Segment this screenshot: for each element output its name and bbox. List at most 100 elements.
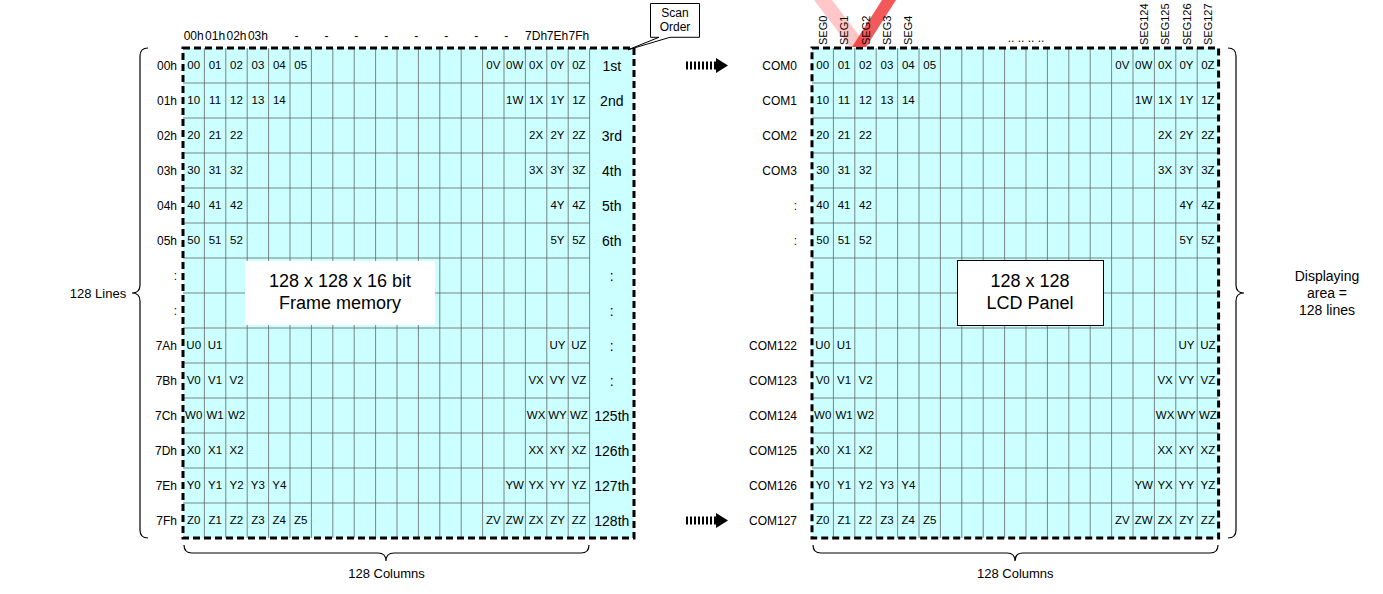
pixel-cell: 11 bbox=[838, 95, 850, 107]
pixel-cell: 10 bbox=[816, 95, 829, 107]
ellipsis: .. .. .. .. bbox=[1008, 32, 1045, 44]
pixel-cell: 0W bbox=[1135, 60, 1152, 72]
pixel-cell: ZW bbox=[506, 515, 524, 527]
pixel-cell: V0 bbox=[187, 375, 201, 387]
row-address: 7Eh bbox=[156, 480, 177, 492]
grid-line bbox=[183, 398, 590, 399]
pixel-cell: Z1 bbox=[208, 515, 221, 527]
pixel-cell: 2Y bbox=[1179, 130, 1193, 142]
grid-line bbox=[812, 153, 1219, 154]
grid-line bbox=[812, 398, 1219, 399]
pixel-cell: XY bbox=[1179, 445, 1194, 457]
common-pin: COM124 bbox=[749, 410, 797, 422]
pixel-cell: YY bbox=[550, 480, 565, 492]
callout-box: Scan Order bbox=[650, 3, 700, 38]
pixel-cell: 5Y bbox=[550, 235, 564, 247]
pixel-cell: 4Z bbox=[572, 200, 585, 212]
pixel-cell: 5Z bbox=[1201, 235, 1214, 247]
grid-line bbox=[183, 153, 590, 154]
pixel-cell: WX bbox=[1156, 410, 1175, 422]
pixel-cell: VY bbox=[1179, 375, 1194, 387]
lines-brace bbox=[132, 48, 148, 538]
pixel-cell: XX bbox=[528, 445, 543, 457]
pixel-cell: 2Z bbox=[572, 130, 585, 142]
scan-order: 6th bbox=[602, 234, 621, 248]
pixel-cell: 14 bbox=[902, 95, 915, 107]
grid-line bbox=[812, 363, 1219, 364]
pixel-cell: 3Z bbox=[1201, 165, 1214, 177]
pixel-cell: Z5 bbox=[294, 515, 307, 527]
column-address: 7Fh bbox=[569, 30, 590, 42]
pixel-cell: 21 bbox=[209, 130, 222, 142]
segment-pin: SEG3 bbox=[881, 16, 892, 45]
grid-line bbox=[812, 503, 1219, 504]
pixel-cell: Y0 bbox=[816, 480, 830, 492]
pixel-cell: 1Y bbox=[1179, 95, 1193, 107]
scan-order: : bbox=[610, 269, 614, 283]
grid-line bbox=[812, 328, 1219, 329]
arrow-head bbox=[716, 58, 728, 73]
pixel-cell: ZY bbox=[550, 515, 565, 527]
column-address: 7Dh bbox=[525, 30, 547, 42]
pixel-cell: 12 bbox=[230, 95, 243, 107]
pixel-cell: YY bbox=[1179, 480, 1194, 492]
area-brace bbox=[1228, 48, 1244, 538]
pixel-cell: W0 bbox=[185, 410, 202, 422]
row-address: 7Fh bbox=[156, 515, 177, 527]
segment-pin: SEG1 bbox=[839, 16, 850, 45]
columns-brace bbox=[813, 545, 1218, 561]
common-pin: : bbox=[794, 200, 797, 212]
scan-order: 2nd bbox=[600, 94, 623, 108]
pixel-cell: YZ bbox=[1201, 480, 1216, 492]
pixel-cell: 4Y bbox=[1179, 200, 1193, 212]
pixel-cell: 3Y bbox=[1179, 165, 1193, 177]
pixel-cell: 12 bbox=[859, 95, 872, 107]
box-text: Scan Order bbox=[655, 6, 695, 35]
pixel-cell: Z4 bbox=[273, 515, 286, 527]
scan-order: 128th bbox=[594, 514, 629, 528]
grid-line bbox=[183, 433, 590, 434]
column-address: - bbox=[294, 30, 298, 42]
pixel-cell: 41 bbox=[209, 200, 222, 212]
pixel-cell: 2Z bbox=[1201, 130, 1214, 142]
pixel-cell: V1 bbox=[837, 375, 851, 387]
pixel-cell: 3Y bbox=[550, 165, 564, 177]
pixel-cell: UY bbox=[550, 340, 566, 352]
pixel-cell: ZX bbox=[1158, 515, 1173, 527]
column-address: 03h bbox=[248, 30, 268, 42]
dimension-label: 128 Columns bbox=[977, 567, 1054, 580]
common-pin: COM2 bbox=[762, 130, 797, 142]
pixel-cell: 40 bbox=[187, 200, 200, 212]
pixel-cell: 1X bbox=[1158, 95, 1172, 107]
pixel-cell: YZ bbox=[572, 480, 587, 492]
pixel-cell: 21 bbox=[838, 130, 851, 142]
row-address: : bbox=[174, 270, 177, 282]
segment-pin: SEG126 bbox=[1181, 3, 1192, 45]
box-text: 128 x 128 LCD Panel bbox=[978, 271, 1083, 314]
pixel-cell: Y1 bbox=[208, 480, 222, 492]
grid-line bbox=[183, 223, 590, 224]
transfer-arrow bbox=[686, 62, 716, 70]
pixel-cell: 13 bbox=[251, 95, 264, 107]
pixel-cell: 22 bbox=[230, 130, 243, 142]
pixel-cell: W2 bbox=[857, 410, 874, 422]
pixel-cell: ZY bbox=[1179, 515, 1194, 527]
pixel-cell: WY bbox=[548, 410, 567, 422]
row-address: 04h bbox=[157, 200, 177, 212]
pixel-cell: X2 bbox=[229, 445, 243, 457]
pixel-cell: 40 bbox=[816, 200, 829, 212]
pixel-cell: YW bbox=[1134, 480, 1153, 492]
pixel-cell: Y3 bbox=[880, 480, 894, 492]
pixel-cell: Y2 bbox=[229, 480, 243, 492]
pixel-cell: 42 bbox=[859, 200, 872, 212]
grid-line bbox=[812, 188, 1219, 189]
pixel-cell: UZ bbox=[571, 340, 586, 352]
pixel-cell: 0Z bbox=[572, 60, 585, 72]
grid-line bbox=[183, 503, 590, 504]
pixel-cell: Z3 bbox=[880, 515, 893, 527]
pixel-cell: YX bbox=[1157, 480, 1172, 492]
pixel-cell: WZ bbox=[1199, 410, 1217, 422]
grid-line bbox=[812, 118, 1219, 119]
pixel-cell: 2X bbox=[1158, 130, 1172, 142]
